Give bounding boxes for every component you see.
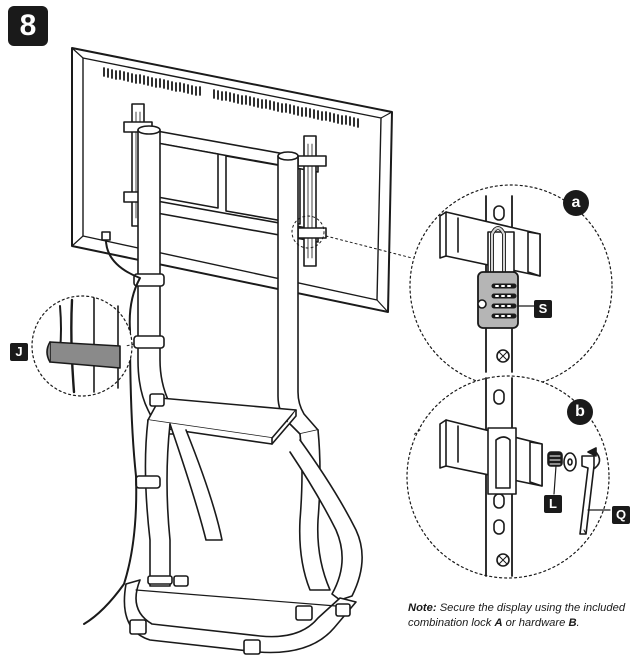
- tv-vents: [103, 67, 359, 128]
- callout-j: J: [10, 343, 28, 361]
- note-option-b: B: [568, 617, 577, 629]
- detail-circle-b: [406, 375, 611, 579]
- power-cable: [83, 235, 141, 625]
- note-text-1: Secure the display using the included co…: [408, 602, 626, 629]
- source-highlight-a: [291, 215, 325, 249]
- detail-circle-j: [31, 295, 133, 397]
- mount-bracket: [123, 103, 327, 267]
- leader-line-b: [411, 429, 421, 437]
- detail-circle-a: [409, 184, 613, 388]
- cable-plug: [101, 231, 111, 241]
- note-option-a: A: [494, 617, 503, 629]
- callout-q: Q: [612, 506, 630, 524]
- callout-s: S: [534, 300, 552, 318]
- note-text: Note: Secure the display using the inclu…: [408, 601, 636, 631]
- step-number-badge: 8: [8, 6, 48, 46]
- note-text-3: .: [576, 617, 580, 629]
- callout-l: L: [544, 495, 562, 513]
- note-text-2: or hardware: [502, 617, 569, 629]
- floor-stand: [123, 125, 363, 655]
- leader-line-a: [325, 235, 413, 259]
- callout-b: b: [567, 399, 593, 425]
- note-label: Note:: [408, 602, 437, 614]
- callout-a: a: [563, 190, 589, 216]
